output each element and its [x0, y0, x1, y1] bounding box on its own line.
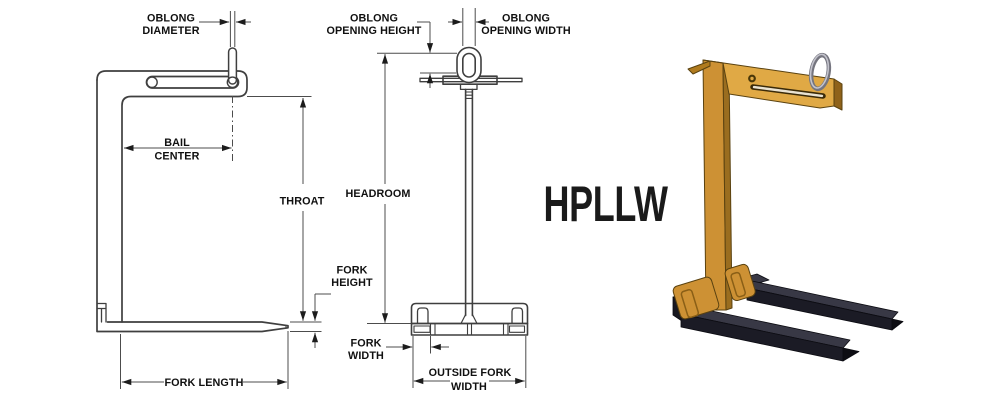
right-fork-clip-slot [730, 271, 747, 298]
dim-label-ofw-1: OUTSIDE FORK [429, 367, 512, 379]
dim-label-oow-1: OBLONG [502, 13, 550, 25]
front-rod-foot [460, 313, 478, 325]
front-left-fork-section [413, 325, 431, 333]
front-band-divisions [429, 322, 509, 336]
fork-length-extensions [120, 331, 289, 389]
front-base-right-slot [511, 307, 524, 325]
dim-label-oow-2: OPENING WIDTH [481, 25, 571, 37]
side-heel-bracket [96, 302, 107, 323]
lifting-ring [808, 52, 832, 92]
front-right-fork-section [508, 325, 526, 333]
dim-label-bail-center-2: CENTER [155, 151, 200, 163]
dim-label-fork-height-2: HEIGHT [331, 277, 373, 289]
side-bail-pin [226, 76, 239, 89]
dim-label-fork-length: FORK LENGTH [164, 377, 243, 389]
ring-width-extensions [462, 8, 476, 46]
front-post-rod [464, 88, 474, 317]
arm-hole [748, 74, 756, 83]
side-slot-hole [146, 76, 158, 89]
arm-slot-inner [752, 85, 824, 98]
top-tab [687, 60, 711, 75]
left-fork-clip-slot [680, 289, 700, 319]
front-rod-ticks [465, 91, 473, 99]
model-name: HPLLW [544, 177, 669, 232]
front-ring-inner [461, 52, 476, 78]
front-ring-nut [459, 83, 478, 91]
dim-label-fork-width-2: WIDTH [348, 350, 384, 362]
far-fork-tip [891, 318, 904, 331]
side-oblong-ring-edge [227, 47, 238, 85]
dim-label-throat: THROAT [280, 196, 325, 208]
front-base-left-slot [416, 307, 429, 325]
arm-end-face [833, 78, 843, 111]
front-base-band [410, 322, 529, 336]
front-view-drawing: OBLONG OPENING HEIGHT OBLONG OPENING WID… [327, 8, 571, 393]
fork-width-extensions [412, 336, 527, 388]
left-fork-clip [672, 276, 720, 320]
dim-label-oblong-diameter-2: DIAMETER [142, 25, 199, 37]
dim-label-ofw-2: WIDTH [451, 381, 487, 393]
near-fork-tip [842, 347, 860, 362]
side-view-drawing: OBLONG DIAMETER BAIL CENTER THROAT FORK … [96, 11, 373, 389]
product-3d-illustration [672, 52, 904, 362]
front-base-plate [410, 302, 529, 325]
dim-label-bail-center-1: BAIL [164, 137, 190, 149]
side-post-and-fork-outline [96, 79, 289, 333]
dim-label-headroom: HEADROOM [346, 188, 411, 200]
post-front-face [702, 59, 727, 311]
dim-label-oblong-diameter-1: OBLONG [147, 13, 195, 25]
dim-label-fork-width-1: FORK [351, 338, 382, 350]
side-bail-slot [145, 75, 240, 89]
dim-label-ooh-2: OPENING HEIGHT [327, 25, 422, 37]
dim-label-ooh-1: OBLONG [350, 13, 398, 25]
ring-extension-lines [229, 11, 236, 47]
dim-label-fork-height-1: FORK [337, 265, 368, 277]
side-top-bar-and-post-inner [96, 70, 248, 323]
